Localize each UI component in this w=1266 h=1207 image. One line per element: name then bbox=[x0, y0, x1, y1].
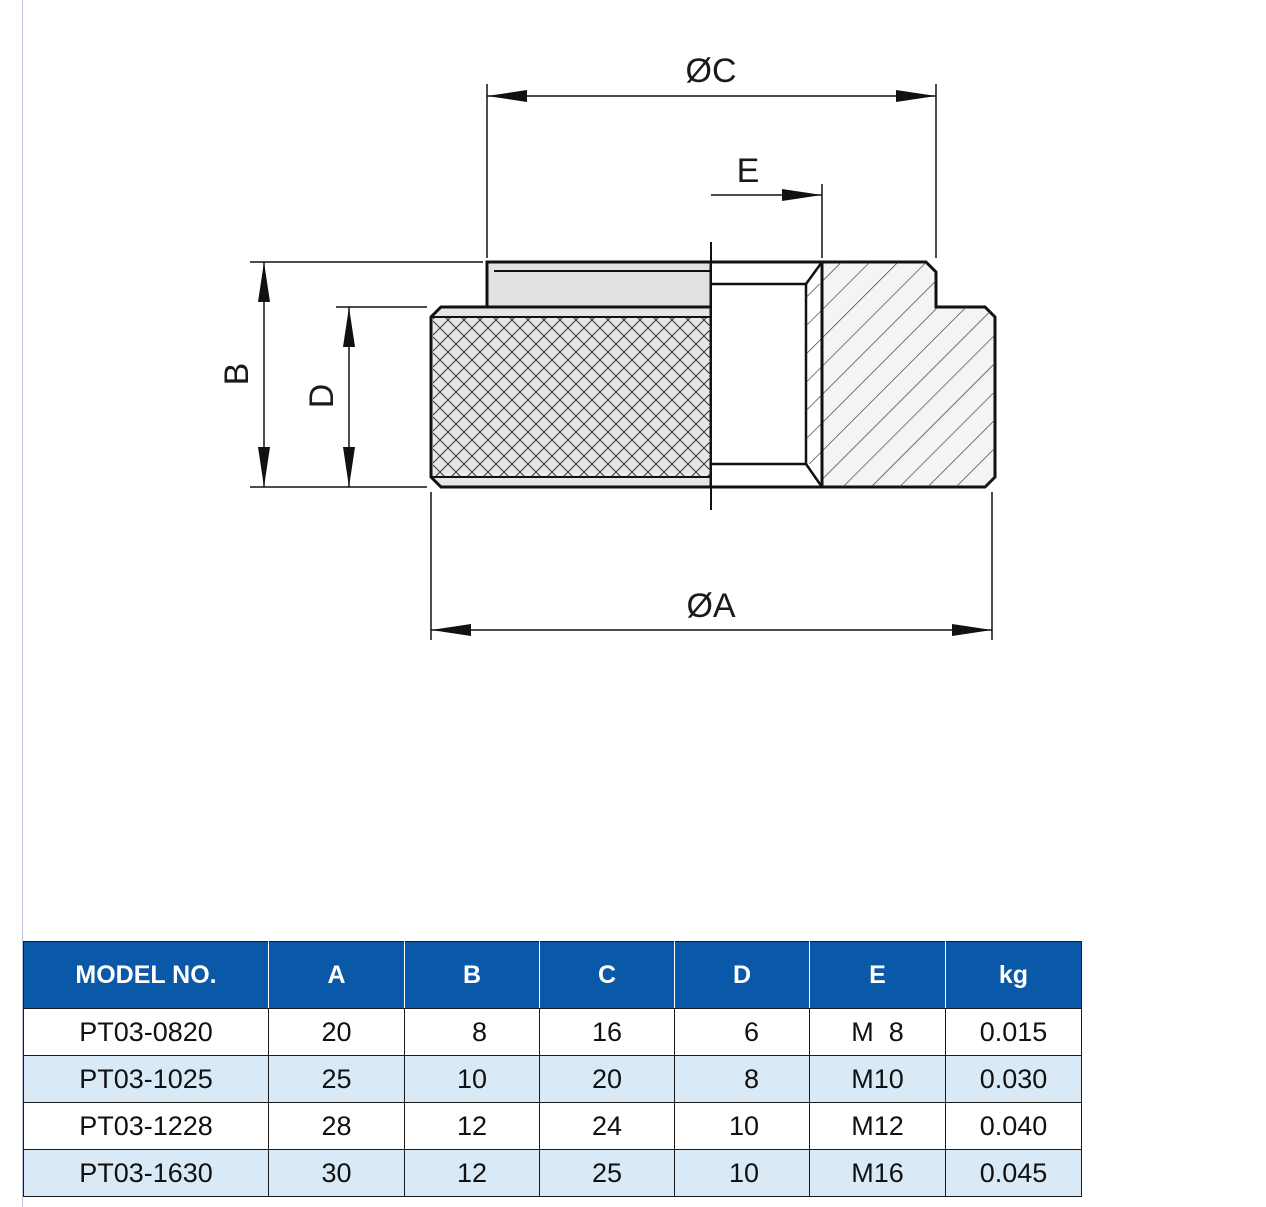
cell-kg: 0.030 bbox=[945, 1055, 1082, 1103]
cell-model: PT03-1630 bbox=[23, 1149, 269, 1197]
cell-kg: 0.045 bbox=[945, 1149, 1082, 1197]
label-d: D bbox=[303, 384, 341, 409]
cell-d: 6 bbox=[674, 1008, 810, 1056]
cell-a: 30 bbox=[268, 1149, 405, 1197]
dimension-e: E bbox=[711, 152, 823, 258]
col-header-model: MODEL NO. bbox=[23, 941, 269, 1009]
cell-model: PT03-0820 bbox=[23, 1008, 269, 1056]
dimension-d: D bbox=[303, 306, 427, 487]
cell-e: M16 bbox=[809, 1149, 946, 1197]
label-dia-a: ØA bbox=[686, 587, 735, 625]
specification-table: MODEL NO. A B C D E kg PT03-0820 20 8 16… bbox=[23, 941, 1082, 1197]
cell-d: 10 bbox=[674, 1102, 810, 1150]
table-row: PT03-1630 30 12 25 10 M16 0.045 bbox=[23, 1149, 1082, 1197]
cell-c: 24 bbox=[539, 1102, 675, 1150]
cell-d: 8 bbox=[674, 1055, 810, 1103]
cell-model: PT03-1228 bbox=[23, 1102, 269, 1150]
table-row: PT03-1228 28 12 24 10 M12 0.040 bbox=[23, 1102, 1082, 1150]
dimension-dia-a: ØA bbox=[430, 492, 993, 640]
cell-e: M 8 bbox=[809, 1008, 946, 1056]
col-header-a: A bbox=[268, 941, 405, 1009]
col-header-d: D bbox=[674, 941, 810, 1009]
dimension-b: B bbox=[218, 261, 483, 488]
collar-left bbox=[485, 260, 713, 309]
cell-b: 12 bbox=[404, 1149, 540, 1197]
technical-drawing: ØC E B D ØA bbox=[218, 52, 997, 640]
table-row: PT03-0820 20 8 16 6 M 8 0.015 bbox=[23, 1008, 1082, 1056]
label-e: E bbox=[737, 152, 760, 190]
hatched-section bbox=[804, 260, 997, 489]
cell-a: 28 bbox=[268, 1102, 405, 1150]
col-header-c: C bbox=[539, 941, 675, 1009]
dimension-dia-c: ØC bbox=[486, 52, 937, 258]
col-header-b: B bbox=[404, 941, 540, 1009]
cell-c: 25 bbox=[539, 1149, 675, 1197]
cell-kg: 0.040 bbox=[945, 1102, 1082, 1150]
table-header-row: MODEL NO. A B C D E kg bbox=[23, 941, 1082, 1009]
cell-d: 10 bbox=[674, 1149, 810, 1197]
cell-model: PT03-1025 bbox=[23, 1055, 269, 1103]
cell-a: 25 bbox=[268, 1055, 405, 1103]
table-row: PT03-1025 25 10 20 8 M10 0.030 bbox=[23, 1055, 1082, 1103]
cell-e: M12 bbox=[809, 1102, 946, 1150]
cell-b: 8 bbox=[404, 1008, 540, 1056]
cell-c: 20 bbox=[539, 1055, 675, 1103]
cell-a: 20 bbox=[268, 1008, 405, 1056]
label-dia-c: ØC bbox=[686, 52, 737, 90]
cell-b: 12 bbox=[404, 1102, 540, 1150]
cell-kg: 0.015 bbox=[945, 1008, 1082, 1056]
col-header-e: E bbox=[809, 941, 946, 1009]
threaded-bore bbox=[711, 260, 822, 489]
knurled-body bbox=[429, 305, 713, 489]
cell-c: 16 bbox=[539, 1008, 675, 1056]
cell-e: M10 bbox=[809, 1055, 946, 1103]
col-header-kg: kg bbox=[945, 941, 1082, 1009]
cell-b: 10 bbox=[404, 1055, 540, 1103]
page-left-rule bbox=[22, 0, 23, 1207]
label-b: B bbox=[218, 363, 256, 386]
